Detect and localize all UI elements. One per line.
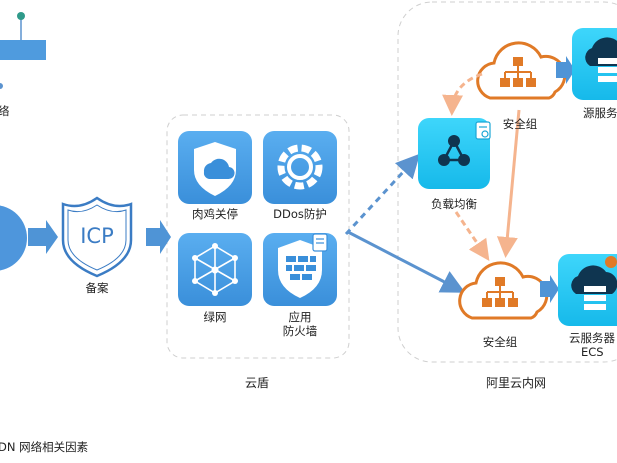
yundun-region-label: 云盾 [245, 376, 270, 390]
cloud-server-label-line1: 云服务器 [569, 331, 615, 345]
security-group-bottom-icon[interactable] [458, 261, 549, 320]
tile-app-firewall[interactable] [263, 233, 337, 306]
cloud-server-ecs-icon[interactable] [540, 254, 617, 326]
icp-shield-icon [61, 196, 133, 278]
load-balancer-icon[interactable] [418, 118, 491, 189]
origin-server-icon[interactable] [556, 28, 617, 100]
cloud-server-label-line2: ECS [581, 345, 604, 359]
tile-app-firewall-label-line1: 应用 [288, 310, 312, 324]
arrow-to-yundun [146, 220, 171, 254]
cdn-network-factors-label: DN 网络相关因素 [0, 440, 89, 454]
origin-server-label: 源服务 [583, 106, 617, 120]
tile-app-firewall-label-line2: 防火墙 [282, 324, 318, 338]
arrow-sg-top-to-lb [442, 72, 483, 116]
tile-bot-shutdown[interactable] [178, 131, 252, 204]
arrow-yundun-to-lb [344, 153, 421, 236]
security-group-bottom-label: 安全组 [482, 335, 518, 349]
network-label: 络 [0, 104, 10, 118]
security-group-top-label: 安全组 [502, 117, 538, 131]
yundun-region [166, 114, 350, 359]
tile-ddos-protection[interactable] [263, 131, 337, 204]
cdn-node-icon [0, 205, 27, 271]
icp-text: ICP [80, 224, 114, 248]
network-node-icon [0, 12, 46, 89]
security-group-top-icon[interactable] [476, 41, 567, 100]
load-balancer-label: 负载均衡 [431, 197, 477, 211]
arrow-lb-to-sg-bottom [454, 211, 490, 261]
tile-ddos-protection-label: DDos防护 [273, 207, 327, 221]
arrow-yundun-to-sg-bottom [347, 230, 466, 293]
tile-green-network-label: 绿网 [203, 310, 227, 324]
arrow-to-icp [28, 220, 58, 254]
aliyun-intranet-label: 阿里云内网 [486, 376, 547, 390]
tile-green-network[interactable] [178, 233, 252, 306]
arrow-sg-top-to-sg-bottom [496, 109, 521, 258]
tile-bot-shutdown-label: 肉鸡关停 [192, 207, 238, 221]
aliyun-intranet-region [397, 1, 617, 363]
icp-label: 备案 [85, 281, 109, 295]
